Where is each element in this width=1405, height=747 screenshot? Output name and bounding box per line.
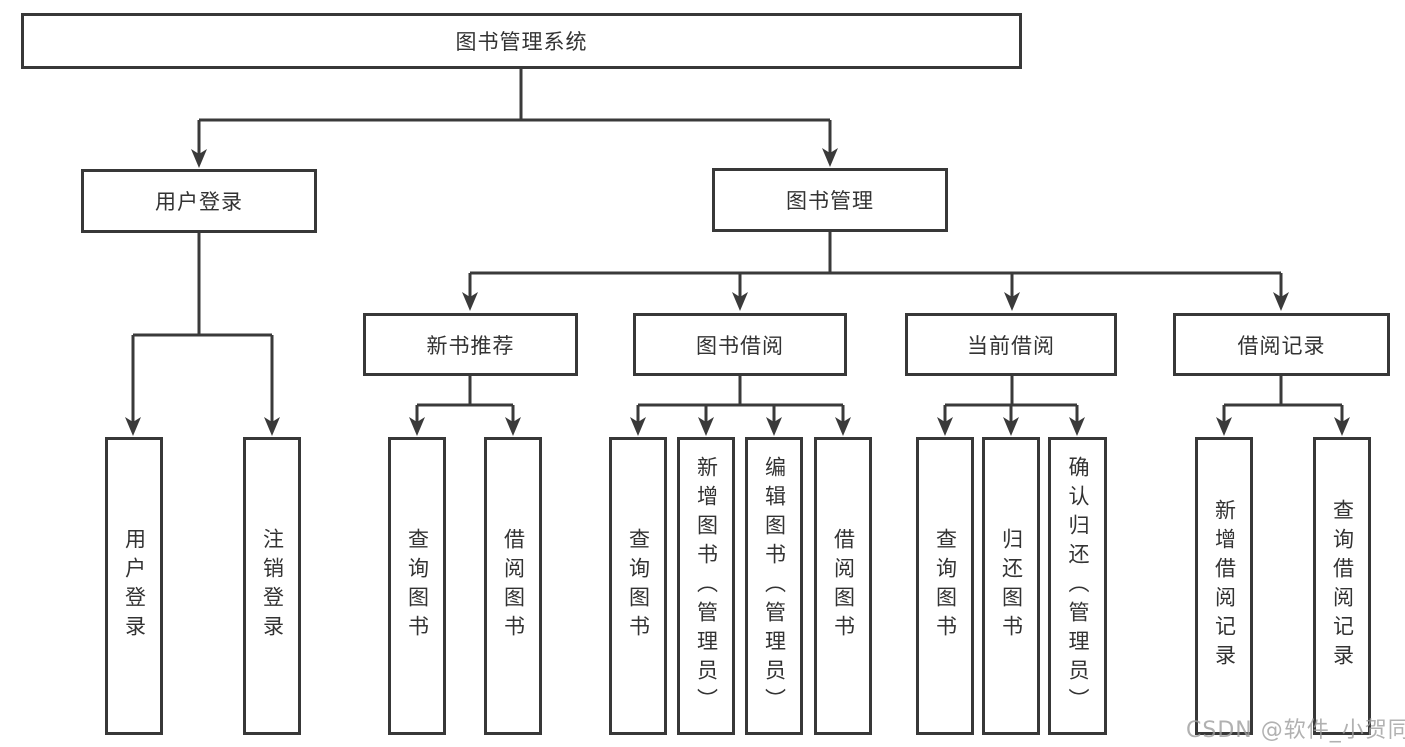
node-nb-query-book: 查询图书 <box>388 437 446 735</box>
connector-root-to-level2 <box>191 69 838 168</box>
arrowhead-icon <box>505 417 521 436</box>
arrowhead-icon <box>732 292 748 311</box>
arrowhead-icon <box>1004 292 1020 311</box>
node-bb-query-book: 查询图书 <box>609 437 667 735</box>
connector-line <box>468 232 1283 297</box>
node-new-book-recommend: 新书推荐 <box>363 313 578 376</box>
node-leaf-logout: 注销登录 <box>243 437 301 735</box>
connector-book-management-to-level3 <box>462 232 1289 311</box>
node-user-login: 用户登录 <box>81 169 317 233</box>
node-bb-edit-book: 编辑图书（管理员） <box>745 437 803 735</box>
arrowhead-icon <box>698 417 714 436</box>
arrowhead-icon <box>1069 417 1085 436</box>
node-bb-query-book-label: 查询图书 <box>626 528 651 644</box>
node-user-login-label: 用户登录 <box>155 190 243 214</box>
node-new-book-recommend-label: 新书推荐 <box>426 333 515 358</box>
connector-line <box>131 233 274 422</box>
node-cb-return-book-label: 归还图书 <box>999 528 1024 644</box>
connector-line <box>636 376 845 422</box>
node-book-borrow-label: 图书借阅 <box>696 333 784 358</box>
node-borrow-records-label: 借阅记录 <box>1237 333 1326 358</box>
node-bb-borrow-book: 借阅图书 <box>814 437 872 735</box>
arrowhead-icon <box>125 417 141 436</box>
arrowhead-icon <box>822 148 838 167</box>
connector-line <box>943 376 1079 422</box>
node-current-borrow-label: 当前借阅 <box>967 333 1055 358</box>
arrowhead-icon <box>462 292 478 311</box>
node-current-borrow: 当前借阅 <box>905 313 1117 376</box>
node-bb-add-book-label: 新增图书（管理员） <box>694 455 719 717</box>
node-leaf-logout-label: 注销登录 <box>260 528 285 644</box>
connector-borrow-records-to-leaves <box>1216 376 1350 436</box>
arrowhead-icon <box>630 417 646 436</box>
node-book-borrow: 图书借阅 <box>633 313 847 376</box>
arrowhead-icon <box>1216 417 1232 436</box>
connector-user-login-to-leaves <box>125 233 280 436</box>
connector-line <box>1222 376 1344 422</box>
node-leaf-user-login-label: 用户登录 <box>122 528 147 644</box>
node-bb-add-book: 新增图书（管理员） <box>677 437 735 735</box>
node-cb-confirm-return-label: 确认归还（管理员） <box>1066 455 1090 717</box>
arrowhead-icon <box>835 417 851 436</box>
csdn-watermark: CSDN @软件_小贺同学 <box>1186 718 1405 743</box>
node-nb-borrow-book: 借阅图书 <box>484 437 542 735</box>
node-leaf-user-login: 用户登录 <box>105 437 163 735</box>
node-br-add-record-label: 新增借阅记录 <box>1212 499 1237 673</box>
arrowhead-icon <box>1273 292 1289 311</box>
connector-current-borrow-to-leaves <box>937 376 1085 436</box>
connector-line <box>197 69 832 154</box>
node-root: 图书管理系统 <box>21 13 1022 69</box>
connector-new-book-recommend-to-leaves <box>409 376 521 436</box>
node-nb-borrow-book-label: 借阅图书 <box>501 528 526 644</box>
node-bb-borrow-book-label: 借阅图书 <box>831 528 856 644</box>
arrowhead-icon <box>937 417 953 436</box>
node-book-management: 图书管理 <box>712 168 948 232</box>
connector-book-borrow-to-leaves <box>630 376 851 436</box>
node-nb-query-book-label: 查询图书 <box>405 528 430 644</box>
node-br-add-record: 新增借阅记录 <box>1195 437 1253 735</box>
node-cb-query-book: 查询图书 <box>916 437 974 735</box>
arrowhead-icon <box>1334 417 1350 436</box>
arrowhead-icon <box>766 417 782 436</box>
connector-line <box>415 376 515 422</box>
node-br-query-record-label: 查询借阅记录 <box>1330 499 1355 673</box>
arrowhead-icon <box>191 149 207 168</box>
node-br-query-record: 查询借阅记录 <box>1313 437 1371 735</box>
node-cb-query-book-label: 查询图书 <box>933 528 958 644</box>
arrowhead-icon <box>409 417 425 436</box>
arrowhead-icon <box>264 417 280 436</box>
node-book-management-label: 图书管理 <box>786 189 874 213</box>
node-bb-edit-book-label: 编辑图书（管理员） <box>762 455 787 717</box>
node-root-label: 图书管理系统 <box>455 30 588 54</box>
node-cb-confirm-return: 确认归还（管理员） <box>1048 437 1107 735</box>
node-cb-return-book: 归还图书 <box>982 437 1040 735</box>
node-borrow-records: 借阅记录 <box>1173 313 1390 376</box>
arrowhead-icon <box>1003 417 1019 436</box>
